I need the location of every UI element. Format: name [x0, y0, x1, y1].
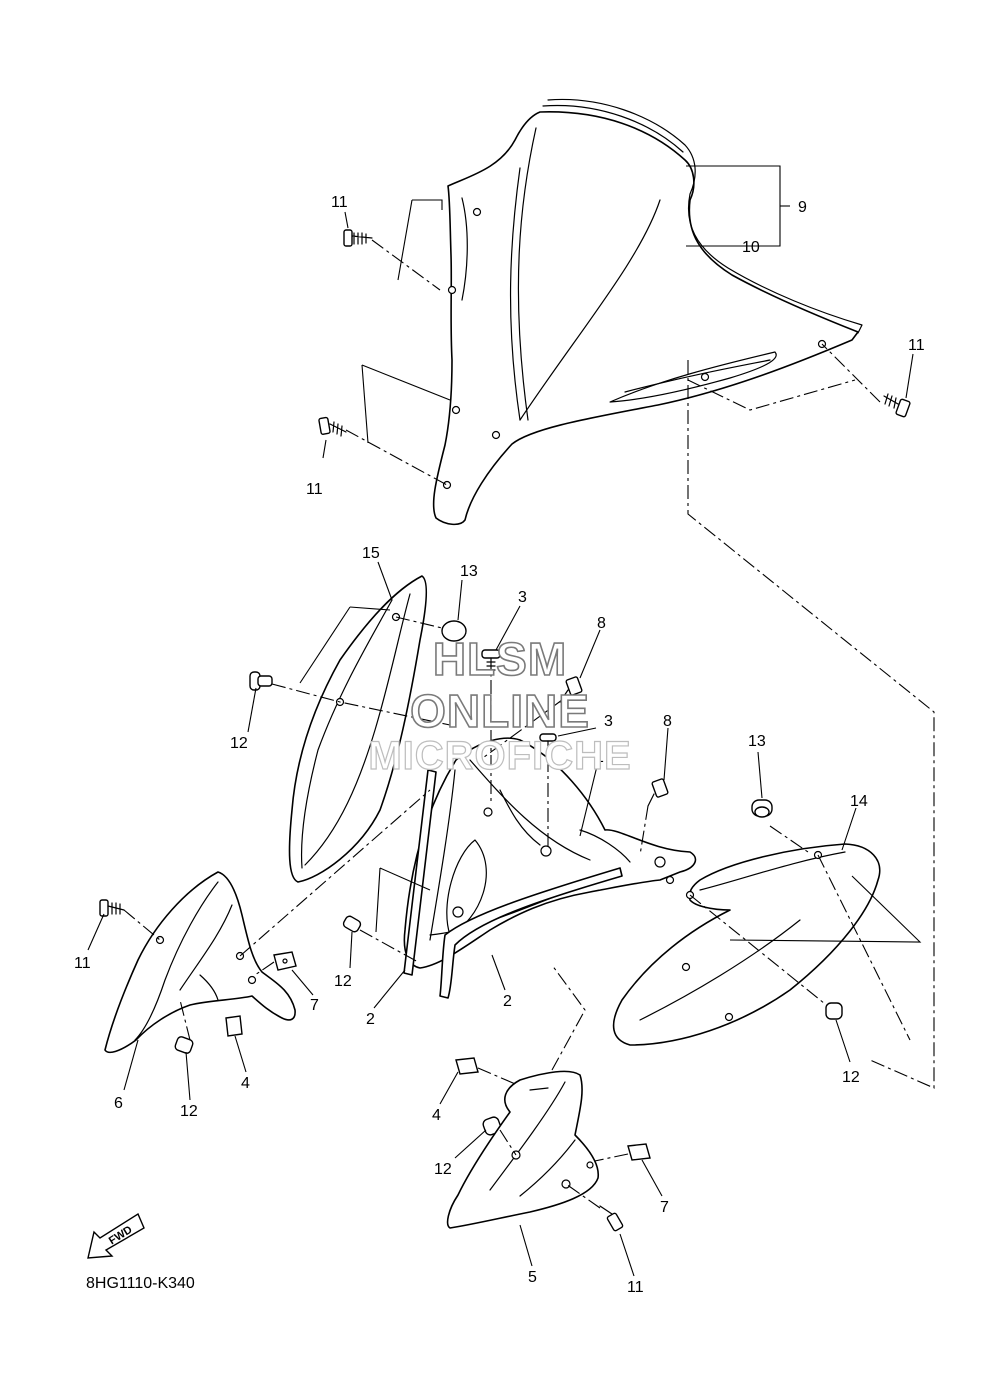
screw-11-left [99, 899, 125, 917]
callout-12-d: 12 [842, 1069, 860, 1086]
nut-clip-4-left [225, 1015, 243, 1037]
callout-15: 15 [362, 545, 380, 562]
nut-clip-4-lower [455, 1057, 479, 1075]
inner-panel-15 [288, 575, 428, 883]
screw-11-lower [599, 1205, 624, 1232]
callout-5: 5 [528, 1269, 537, 1286]
side-panel-14 [612, 843, 881, 1046]
callout-7-a: 7 [310, 997, 319, 1014]
screw-8-right [647, 778, 669, 807]
callout-2-b: 2 [503, 993, 512, 1010]
nut-clip-7-left [273, 951, 297, 971]
callout-12-e: 12 [434, 1161, 452, 1178]
callout-12-b: 12 [334, 973, 352, 990]
callout-3-a: 3 [518, 589, 527, 606]
callout-numbers: 9 10 11 11 11 15 13 3 8 3 8 1 13 14 12 1… [74, 194, 925, 1296]
callout-13-b: 13 [748, 733, 766, 750]
rivet-12-center [342, 915, 362, 933]
callout-7-b: 7 [660, 1199, 669, 1216]
callout-11-d: 11 [74, 955, 91, 972]
callout-3-b: 3 [604, 713, 613, 730]
callout-4-b: 4 [432, 1107, 441, 1124]
callout-11-e: 11 [627, 1279, 644, 1296]
callout-4-a: 4 [241, 1075, 250, 1092]
callout-1: 1 [595, 749, 604, 766]
screw-8-upper [559, 676, 583, 703]
grommet-13-right [751, 799, 773, 818]
callout-8-b: 8 [663, 713, 672, 730]
fwd-arrow-icon: FWD [87, 1212, 145, 1259]
callout-11-b: 11 [306, 481, 323, 498]
lower-cover-5 [446, 1070, 600, 1229]
callout-14: 14 [850, 793, 868, 810]
bolt-3-lower [539, 733, 557, 757]
callout-10: 10 [742, 239, 760, 256]
watermark-line-3: MICROFICHE [368, 733, 632, 778]
screw-11-right [883, 393, 911, 418]
screw-11-top-left [343, 229, 373, 247]
callout-11-c: 11 [908, 337, 925, 354]
callout-8-a: 8 [597, 615, 606, 632]
side-cover-6 [104, 871, 296, 1054]
callout-6: 6 [114, 1095, 123, 1112]
rivet-12-top-left [249, 671, 273, 691]
diagram-code: 8HG1110-K340 [86, 1275, 195, 1292]
rivet-12-left-bottom [174, 1036, 194, 1054]
callout-12-c: 12 [180, 1103, 198, 1120]
callout-9: 9 [798, 199, 807, 216]
callout-2-a: 2 [366, 1011, 375, 1028]
windshield [432, 98, 863, 526]
callout-12-a: 12 [230, 735, 248, 752]
watermark-line-1: HLSM [432, 632, 568, 686]
screw-11-mid-left [318, 416, 347, 437]
bolt-3-upper [481, 649, 501, 677]
callout-leaders [87, 211, 914, 1277]
nut-clip-7-lower [627, 1143, 651, 1161]
grommet-13-top [441, 620, 467, 642]
callout-13-a: 13 [460, 563, 478, 580]
callout-11-a: 11 [331, 194, 348, 211]
rivet-12-right [825, 1002, 843, 1020]
watermark-line-2: ONLINE [409, 684, 590, 738]
